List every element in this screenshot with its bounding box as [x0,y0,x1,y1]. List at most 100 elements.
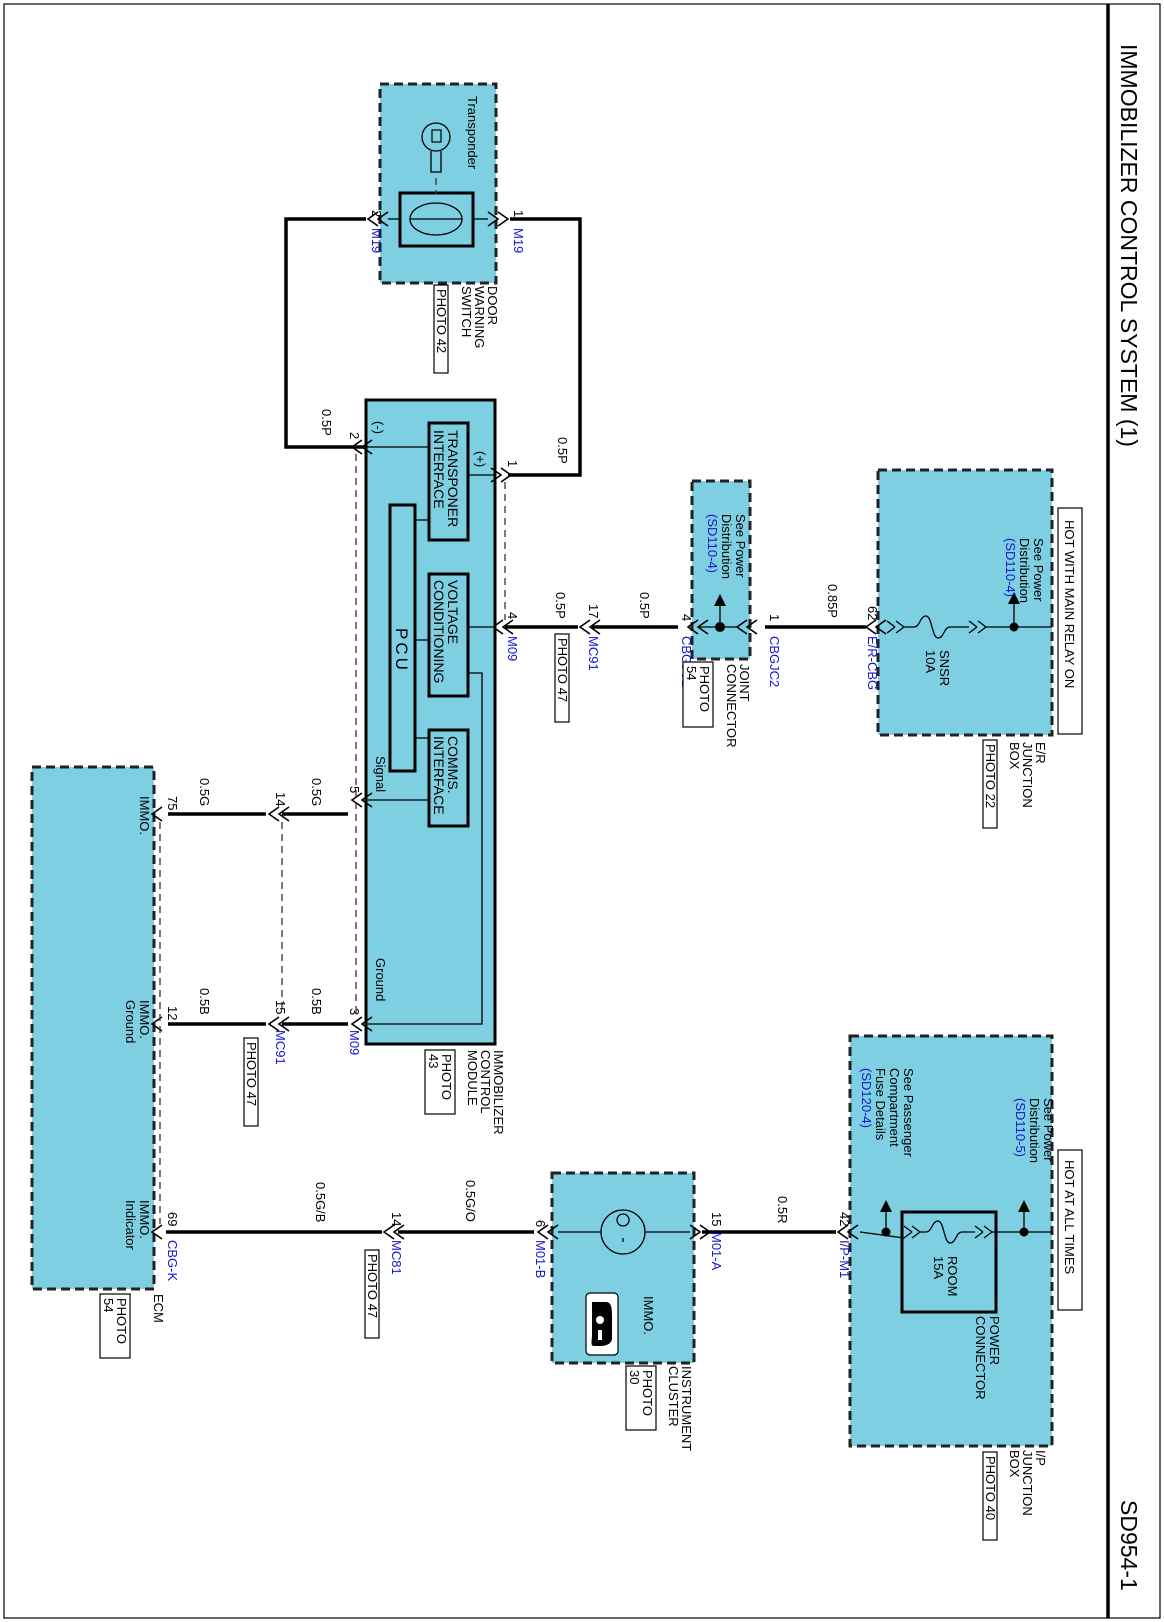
module-plus: (+) [473,451,488,467]
module-name-3: MODULE [465,1050,480,1106]
ip-conn: I/P-M1 [837,1240,852,1278]
all-times-label-box [1057,1149,1083,1311]
wire-05b-ecm-label: 0.5B [197,988,212,1015]
mc91-14-connector-icon [267,806,290,822]
ecm-immo-ground-2: Ground [123,1000,138,1043]
ip-see-pass-1: See Passenger [901,1068,916,1158]
page-frame [3,3,1161,1619]
ip-pin42: 42 [837,1212,852,1226]
m09-pin4: 4 [505,612,520,619]
ecm-immo-ground-1: IMMO. [137,1000,152,1039]
door-switch-name-2: WARNING [472,286,487,348]
ecm-pin75: 75 [165,796,180,810]
cluster-conn-a: M01-A [709,1232,724,1271]
m19-pin2: 2 [369,210,384,217]
er-cbg-connector: E/R-CBG [865,636,880,690]
cluster-pin6: 6 [533,1220,548,1227]
ip-box-name-3: BOX [1007,1450,1022,1478]
m09-conn-top: M09 [505,636,520,661]
ip-see-power-1: See Power [1041,1098,1056,1162]
m19-conn-right: M19 [511,228,526,253]
ecm-photo-2: 54 [101,1298,116,1312]
er-box-name-2: JUNCTION [1020,742,1035,808]
ip-junction-box: HOT AT ALL TIMES See Power Distribution … [836,1034,1083,1448]
mc91-photo-bottom: PHOTO 47 [244,1042,259,1106]
module-name-1: IMMOBILIZER [491,1050,506,1135]
door-switch-name-3: SWITCH [459,286,474,337]
door-warning-switch: Transponder [366,82,510,285]
joint-conn-in: CBGJC2 [767,636,782,687]
joint-name-2: CONNECTOR [724,664,739,748]
cluster-name-1: INSTRUMENT [679,1366,694,1451]
transponder-key-icon [421,122,451,152]
power-conn-1: POWER [987,1316,1002,1365]
er-see-power-1: See Power [1031,538,1046,602]
main-relay-label-box [1057,507,1083,735]
er-box-photo: PHOTO 22 [983,744,998,808]
ip-box-name-1: I/P [1033,1450,1048,1466]
snsr-fuse-name: SNSR [937,650,952,686]
main-relay-label: HOT WITH MAIN RELAY ON [1062,520,1077,688]
ecm-immo: IMMO. [137,796,152,835]
mc91-pin17: 17 [586,604,601,618]
ecm-conn: CBG-K [165,1240,180,1282]
m09-pin3: 3 [347,1008,362,1015]
power-conn-2: CONNECTOR [973,1316,988,1400]
cluster-photo-2: 30 [627,1370,642,1384]
ecm-pin69: 69 [165,1212,180,1226]
ecm-name: ECM [151,1294,166,1323]
snsr-fuse-amp: 10A [923,650,938,673]
m09-pin1: 1 [505,460,520,467]
mc81-conn: MC81 [389,1240,404,1275]
module-signal: Signal [373,756,388,792]
wire-05p-joint-label: 0.5P [637,592,652,619]
mc81-pin: 14 [389,1212,404,1226]
cluster-immo: IMMO. [641,1296,656,1335]
mc91-photo-top: PHOTO 47 [555,638,570,702]
ip-box-photo: PHOTO 40 [983,1456,998,1520]
cluster-pin15: 15 [709,1212,724,1226]
mc91-17-connector-icon [578,619,601,635]
ip-see-pass-ref: (SD120-4) [859,1068,874,1128]
instrument-cluster: IMMO. [536,1171,712,1365]
joint-pin-in: 1 [767,614,782,621]
room-fuse-amp: 15A [931,1256,946,1279]
ecm-pin12: 12 [165,1006,180,1020]
er-box-name-1: E/R [1033,742,1048,764]
m09-pin2: 2 [347,432,362,439]
pcu-label: PCU [392,628,411,673]
module-ground: Ground [373,958,388,1001]
wire-05p-mc91-label: 0.5P [553,592,568,619]
room-fuse-name: ROOM [945,1256,960,1296]
ip-box-name-2: JUNCTION [1020,1450,1035,1516]
er-box-name-3: BOX [1007,742,1022,770]
immobilizer-control-module: TRANSPONER INTERFACE VOLTAGE CONDITIONIN… [350,398,513,1046]
mc81-photo: PHOTO 47 [365,1254,380,1318]
transponder-label: Transponder [465,96,480,170]
wire-085p-label: 0.85P [825,584,840,618]
mc91-conn-bottom: MC91 [273,1030,288,1065]
ip-see-power-2: Distribution [1027,1098,1042,1163]
er-junction-box: HOT WITH MAIN RELAY ON See Power Distrib… [876,468,1083,737]
room-fuse-icon [859,1220,1024,1244]
module-minus: (-) [371,421,386,434]
m09-conn-bottom: M09 [347,1030,362,1055]
mc91-pin14: 14 [273,792,288,806]
ecm-module: IMMO. IMMO. Ground IMMO. Indicator [30,765,163,1291]
wire-05p-pin1-label: 0.5P [555,437,570,464]
module-photo-1: PHOTO [439,1054,454,1100]
comms-1: COMMS. [445,736,461,794]
ecm-immo-indicator-2: Indicator [123,1200,138,1251]
joint-see-2: Distribution [719,514,734,579]
joint-pin-out: 4 [679,614,694,621]
mc91-15-connector-icon [267,1016,290,1032]
immo-car-icon [585,1292,619,1356]
ip-see-power-ref: (SD110-5) [1013,1098,1028,1157]
wire-05go-label: 0.5G/O [463,1180,478,1222]
ecm-photo-1: PHOTO [114,1298,129,1344]
joint-photo-2: 54 [684,666,699,680]
mc91-conn-top: MC91 [586,636,601,671]
joint-connector: See Power Distribution (SD110-4) [686,479,758,661]
